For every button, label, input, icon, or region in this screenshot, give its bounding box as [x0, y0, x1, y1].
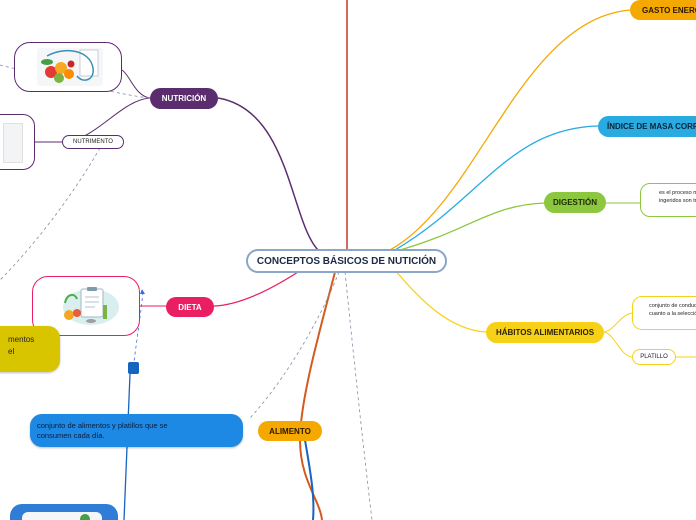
gasto-connector: [389, 9, 631, 251]
relation-dashed-5: [133, 291, 144, 363]
alimento-node[interactable]: ALIMENTO: [258, 421, 322, 441]
habitos-note-box[interactable]: conjunto de conductas adquiridas por la …: [632, 296, 696, 330]
nutricion-image-connector: [121, 69, 151, 99]
nutricion-image-box[interactable]: [14, 42, 122, 92]
dieta-definition-text: conjunto de alimentos y platillos que se…: [37, 421, 168, 440]
habitos-note-connector: [603, 312, 633, 333]
alimento-connector-blue: [304, 439, 315, 520]
platillo-label: PLATILLO: [640, 354, 668, 360]
platillo-connector: [603, 331, 633, 358]
digestion-note-box[interactable]: es el proceso mediante el cual los alime…: [640, 183, 696, 217]
dieta-label: DIETA: [178, 302, 202, 312]
habitos-node[interactable]: HÁBITOS ALIMENTARIOS: [486, 322, 604, 343]
digestion-connector: [399, 202, 546, 251]
habitos-note-text: conjunto de conductas adquiridas por la …: [649, 303, 696, 317]
nutrimento-node[interactable]: NUTRIMENTO: [62, 135, 124, 149]
bottom-image-icon: [80, 514, 90, 520]
dieta-connector: [213, 271, 299, 307]
yellow-callout-line-2: el: [8, 347, 15, 356]
gasto-energetico-node[interactable]: GASTO ENERGÉTICO: [630, 0, 696, 20]
relation-handle[interactable]: [128, 362, 139, 374]
dieta-definition-box[interactable]: conjunto de alimentos y platillos que se…: [30, 414, 243, 447]
nutricion-label: NUTRICIÓN: [161, 94, 207, 103]
alimento-connector-orange: [298, 271, 336, 520]
gasto-energetico-label: GASTO ENERGÉTICO: [642, 5, 696, 15]
habitos-connector: [394, 269, 487, 333]
fruit-vegetables-stethoscope-icon: [37, 48, 103, 86]
digestion-node[interactable]: DIGESTIÓN: [544, 192, 606, 213]
relation-dashed-1: [344, 271, 373, 520]
yellow-callout-partial[interactable]: mentos el: [0, 326, 60, 372]
imc-label: ÍNDICE DE MASA CORPORAL: [607, 122, 696, 131]
central-topic-label: CONCEPTOS BÁSICOS DE NUTICIÓN: [256, 255, 437, 267]
clipboard-food-icon: [63, 287, 119, 325]
platillo-node[interactable]: PLATILLO: [632, 349, 676, 365]
yellow-callout-line-1: mentos: [8, 335, 35, 344]
central-topic[interactable]: CONCEPTOS BÁSICOS DE NUTICIÓN: [246, 249, 447, 273]
habitos-label: HÁBITOS ALIMENTARIOS: [495, 328, 595, 337]
nutrimento-label: NUTRIMENTO: [73, 139, 113, 145]
dieta-node[interactable]: DIETA: [166, 297, 214, 317]
nutricion-node[interactable]: NUTRICIÓN: [150, 88, 218, 109]
bottom-image-box[interactable]: [10, 504, 118, 520]
nutrimento-image-box[interactable]: [0, 114, 35, 170]
imc-node[interactable]: ÍNDICE DE MASA CORPORAL: [598, 116, 696, 137]
bottom-image-placeholder: [22, 512, 102, 520]
relation-dashed-2: [249, 271, 340, 419]
digestion-label: DIGESTIÓN: [552, 198, 597, 207]
alimento-label: ALIMENTO: [269, 426, 311, 436]
dieta-definition-connector: [123, 373, 131, 520]
imc-connector: [394, 125, 599, 251]
yellow-callout-text: mentos el: [8, 334, 34, 358]
small-image-icon: [3, 123, 23, 163]
digestion-note-text: es el proceso mediante el cual los alime…: [659, 190, 696, 204]
nutricion-connector: [217, 97, 319, 251]
relation-dashed-4: [0, 147, 101, 281]
relation-arrow: [140, 289, 145, 294]
